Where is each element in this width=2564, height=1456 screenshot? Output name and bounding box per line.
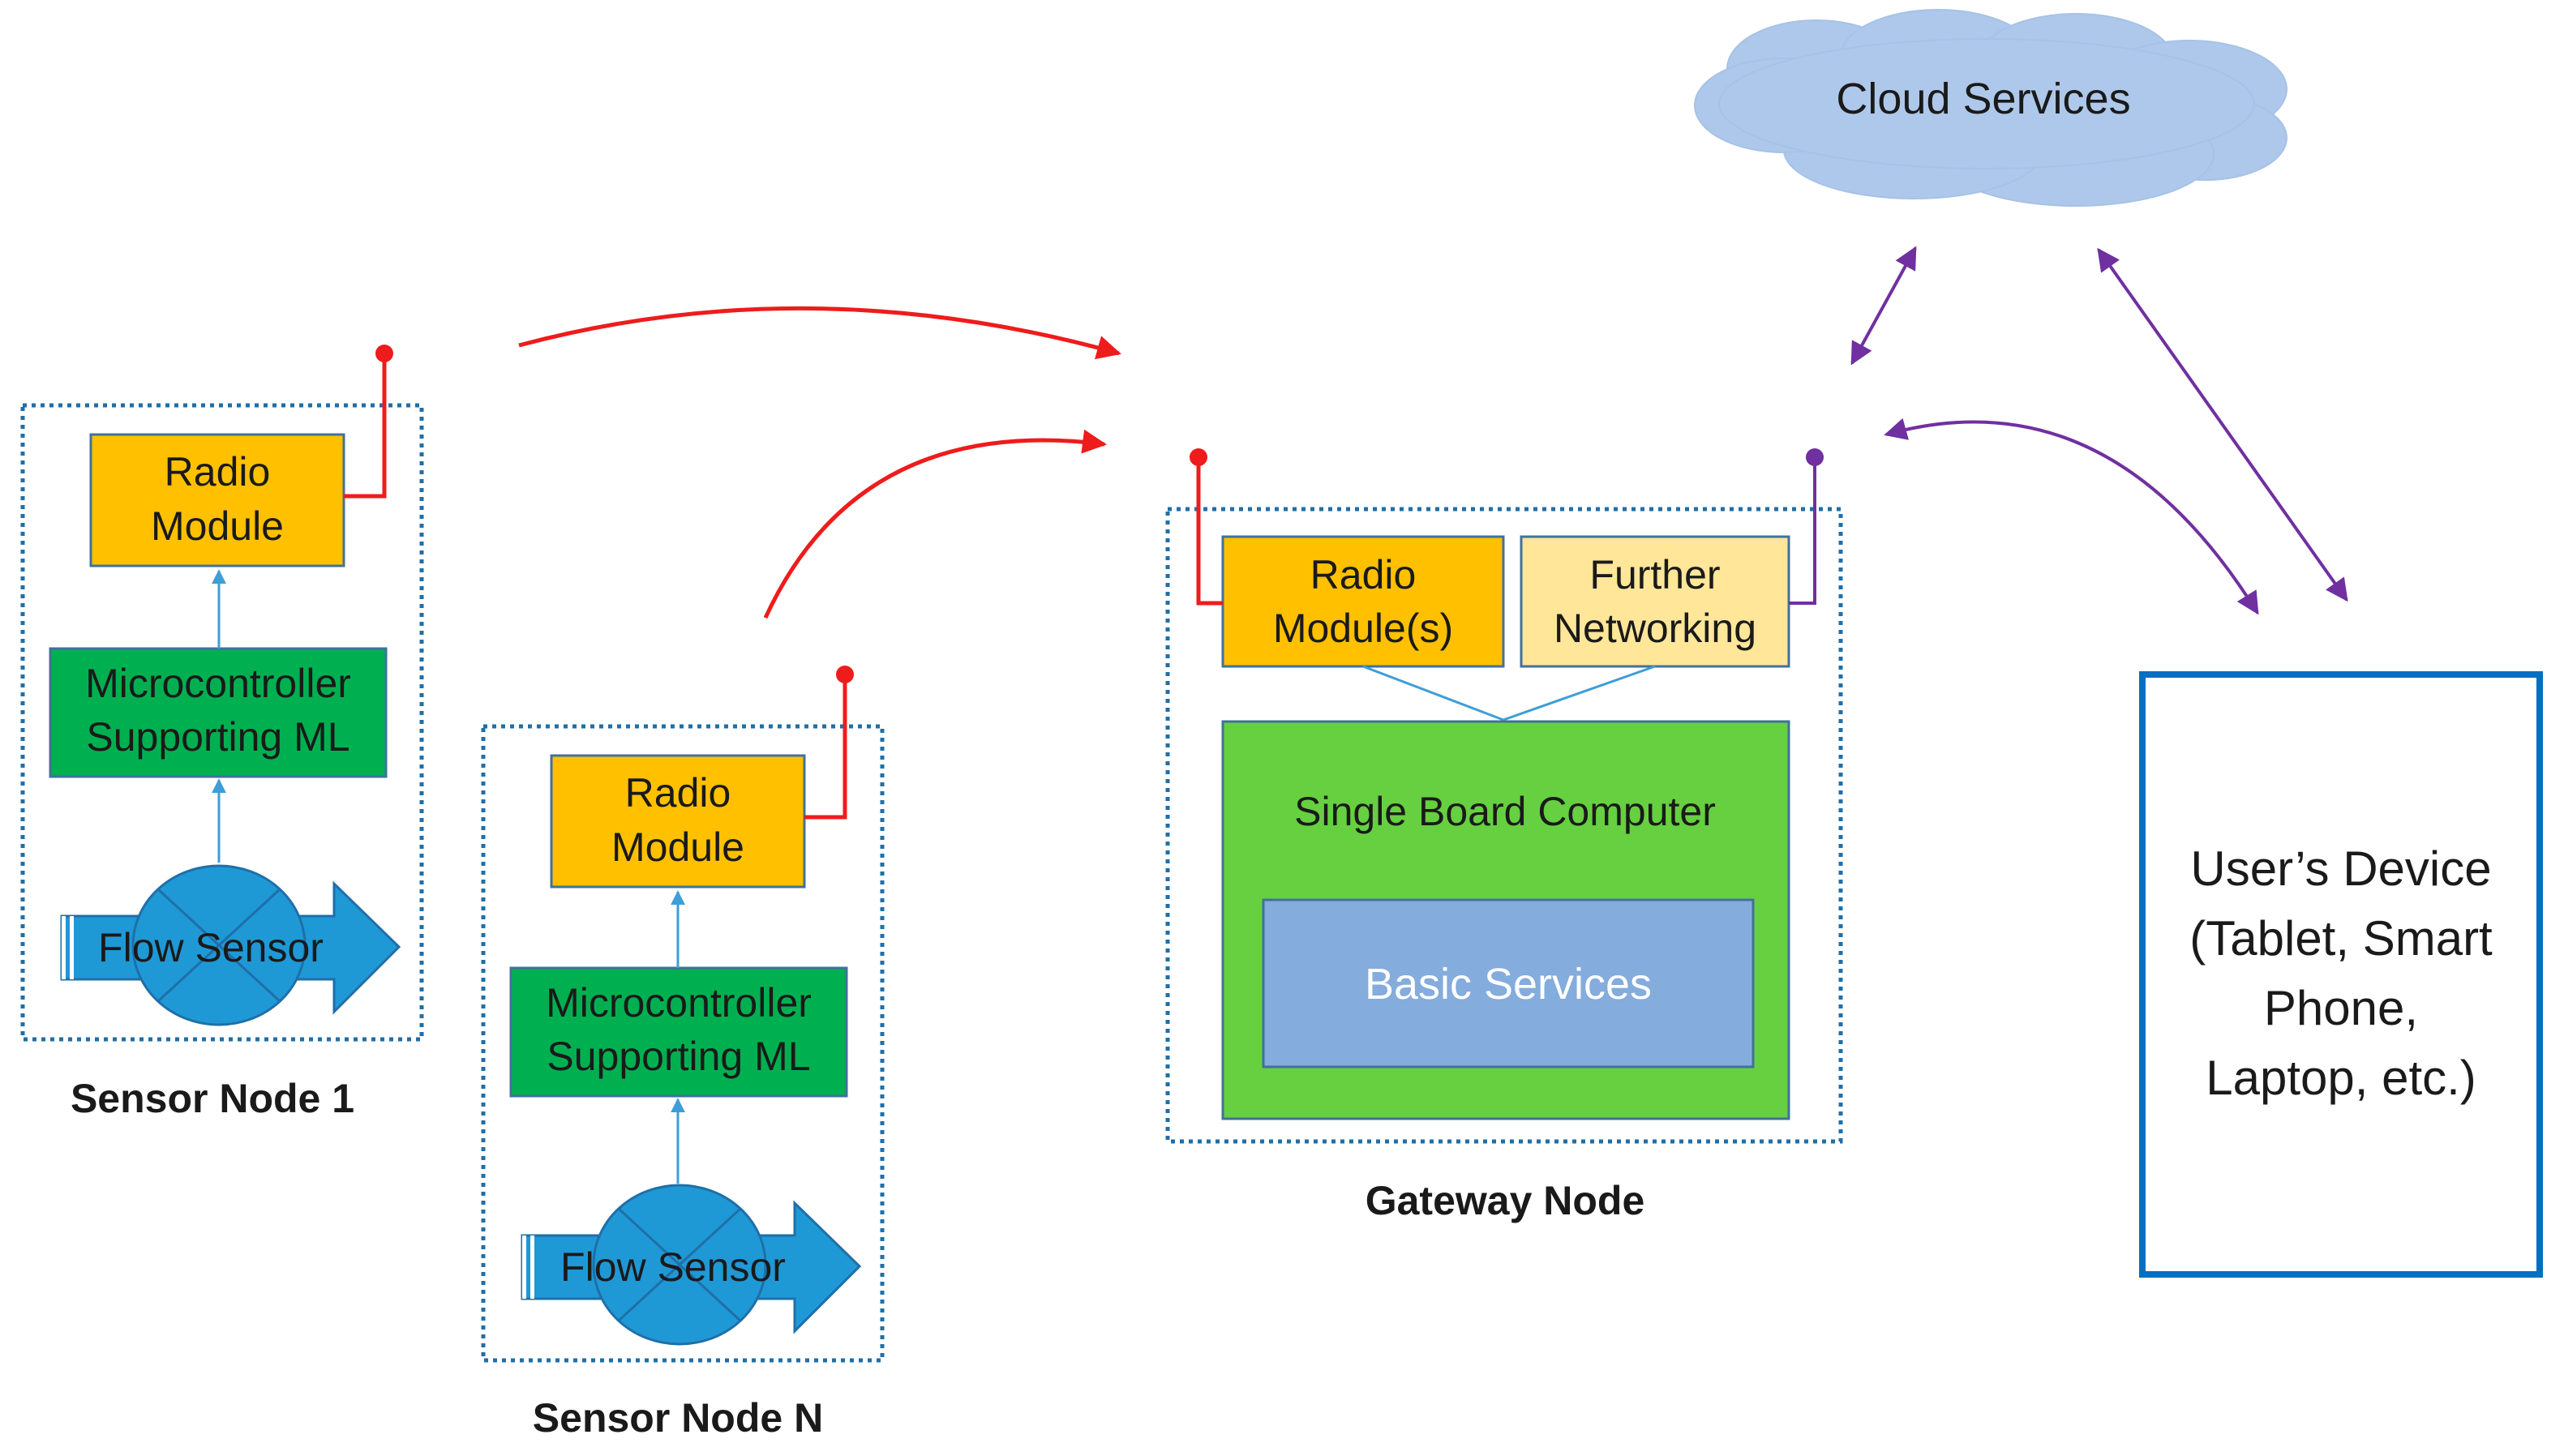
sensor-node-n-microcontroller: Microcontroller Supporting ML xyxy=(509,966,848,1098)
microcontroller-label-line-1: Microcontroller xyxy=(546,980,812,1026)
flow-sensor-label: Flow Sensor xyxy=(560,1244,786,1290)
gateway-further-networking: Further Networking xyxy=(1520,535,1790,668)
gateway-antenna-icon xyxy=(1190,448,1223,606)
user-device-label-line-4: Laptop, etc.) xyxy=(2206,1051,2476,1105)
cloud-services: Cloud Services xyxy=(1694,9,2287,207)
sensor-node-n-frame xyxy=(481,724,885,1363)
networking-to-sbc-connector xyxy=(1503,665,1656,722)
user-device-label-line-2: (Tablet, Smart xyxy=(2189,911,2493,966)
further-networking-label-line-1: Further xyxy=(1589,552,1720,597)
sensor-node-n-radio-link-arrow xyxy=(763,429,1107,619)
sensor-node-1-caption: Sensor Node 1 xyxy=(71,1076,354,1121)
microcontroller-label-line-2: Supporting ML xyxy=(86,714,349,760)
user-device-label-line-1: User’s Device xyxy=(2190,841,2491,896)
radio-module-label-line-2: Module xyxy=(611,824,744,870)
gateway-node-caption: Gateway Node xyxy=(1366,1178,1645,1223)
radio-to-sbc-connector xyxy=(1362,665,1504,722)
sensor-node-n-antenna-icon xyxy=(804,666,854,820)
cloud-icon xyxy=(1694,9,2287,207)
sensor-node-n-caption: Sensor Node N xyxy=(533,1395,823,1441)
radio-module-label-line-1: Radio xyxy=(165,449,271,495)
gateway-device-link-arrow xyxy=(1884,418,2259,615)
basic-services: Basic Services xyxy=(1262,898,1755,1068)
sensor-node-1-radio-module: Radio Module xyxy=(89,433,345,567)
sensor-node-1-radio-link-arrow xyxy=(518,306,1121,360)
further-networking-label-line-2: Networking xyxy=(1554,606,1756,651)
basic-services-label: Basic Services xyxy=(1365,960,1652,1008)
sensor-node-1-flow-sensor-icon xyxy=(60,864,401,1026)
sensor-node-1-microcontroller: Microcontroller Supporting ML xyxy=(49,647,388,778)
sensor-node-1-frame xyxy=(20,403,424,1042)
sensor-node-n-flow-sensor-icon xyxy=(521,1184,862,1346)
radio-module-label-line-1: Radio xyxy=(625,770,731,816)
sensor-node-n-radio-module: Radio Module xyxy=(550,754,806,889)
single-board-computer-label: Single Board Computer xyxy=(1294,789,1716,834)
gateway-radio-modules: Radio Module(s) xyxy=(1221,535,1505,668)
gateway-node-frame xyxy=(1165,507,1843,1144)
gateway-network-port-icon xyxy=(1789,448,1824,605)
gateway-node: Radio Module(s) Further Networking Singl… xyxy=(1165,448,1843,1223)
flow-sensor-label: Flow Sensor xyxy=(98,925,324,970)
user-device-label-line-3: Phone, xyxy=(2264,981,2418,1035)
microcontroller-label-line-1: Microcontroller xyxy=(85,661,351,706)
sensor-node-1: Radio Module Microcontroller Supporting … xyxy=(20,345,424,1121)
user-device: User’s Device (Tablet, Smart Phone, Lapt… xyxy=(2139,671,2543,1278)
cloud-device-link-arrow xyxy=(2097,247,2348,602)
sensor-node-n: Radio Module Microcontroller Supporting … xyxy=(481,666,885,1441)
radio-module-label-line-2: Module xyxy=(151,503,284,549)
sensor-node-1-antenna-icon xyxy=(344,345,393,499)
cloud-services-label: Cloud Services xyxy=(1836,75,2130,123)
gateway-radio-label-line-1: Radio xyxy=(1310,552,1417,597)
gateway-radio-label-line-2: Module(s) xyxy=(1273,606,1453,651)
microcontroller-label-line-2: Supporting ML xyxy=(547,1034,810,1079)
gateway-cloud-link-arrow xyxy=(1850,246,1917,366)
